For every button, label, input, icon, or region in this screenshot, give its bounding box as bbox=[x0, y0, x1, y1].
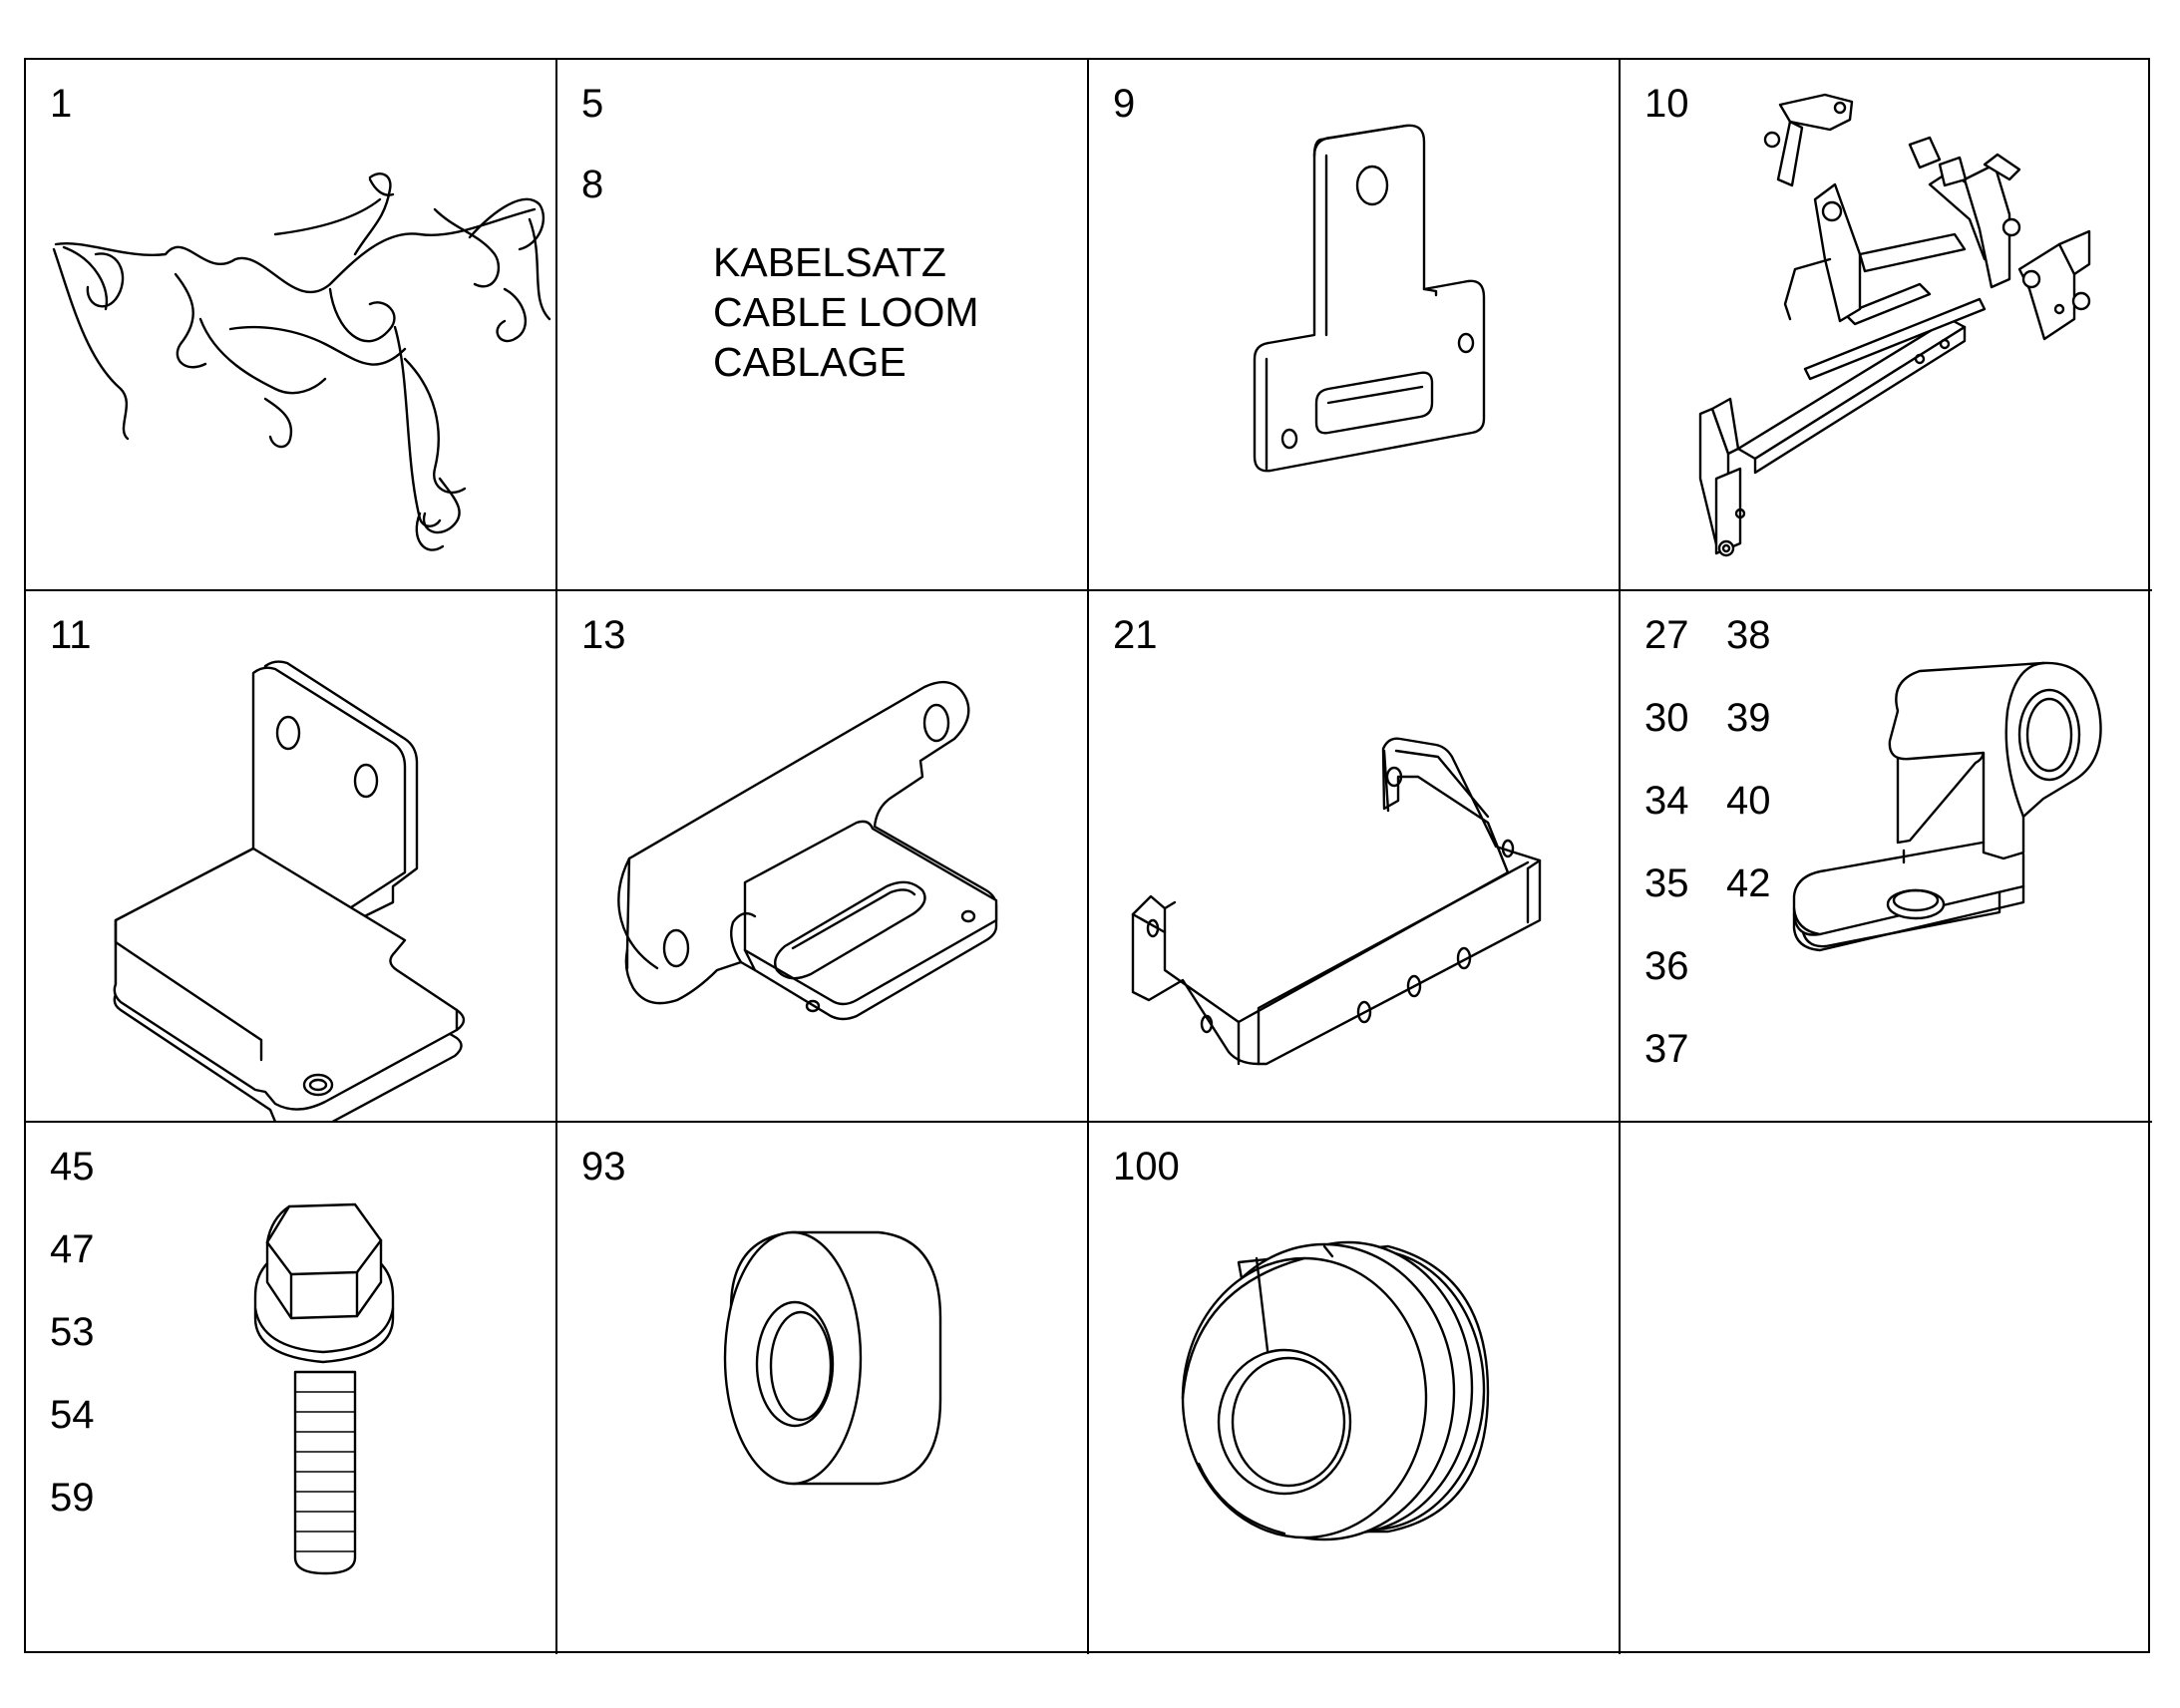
part-number: 100 bbox=[1113, 1145, 1180, 1189]
slotted-bracket-drawing bbox=[557, 591, 1089, 1123]
part-number: 53 bbox=[50, 1310, 95, 1354]
part-number: 10 bbox=[1644, 82, 1689, 126]
spacer-bushing-drawing bbox=[557, 1123, 1089, 1654]
part-number: 1 bbox=[50, 82, 73, 126]
part-number: 40 bbox=[1726, 779, 1771, 823]
cell-9: 9 bbox=[1089, 60, 1621, 591]
part-number: 34 bbox=[1644, 779, 1689, 823]
part-number: 54 bbox=[50, 1393, 95, 1437]
part-number: 59 bbox=[50, 1476, 95, 1520]
cell-27-42: 27 30 34 35 36 37 38 39 40 42 bbox=[1621, 591, 2152, 1123]
part-number: 36 bbox=[1644, 944, 1689, 988]
u-bracket-drawing bbox=[1089, 591, 1621, 1123]
part-number: 9 bbox=[1113, 82, 1136, 126]
part-number: 47 bbox=[50, 1227, 95, 1271]
part-number: 13 bbox=[581, 613, 626, 657]
cell-93: 93 bbox=[557, 1123, 1089, 1654]
cable-harness-drawing bbox=[26, 60, 557, 591]
caption-en: CABLE LOOM bbox=[713, 289, 979, 335]
part-number: 39 bbox=[1726, 696, 1771, 740]
cell-empty bbox=[1621, 1123, 2152, 1654]
caption-de: KABELSATZ bbox=[713, 239, 946, 285]
grommet-drawing bbox=[1089, 1123, 1621, 1654]
t-bracket-drawing bbox=[1089, 60, 1621, 591]
bracket-assembly-drawing bbox=[1621, 60, 2152, 591]
part-number: 93 bbox=[581, 1145, 626, 1189]
part-number: 37 bbox=[1644, 1027, 1689, 1071]
cell-5-8: 5 8 KABELSATZ CABLE LOOM CABLAGE bbox=[557, 60, 1089, 591]
cable-clamp-drawing bbox=[1621, 591, 2152, 1123]
part-number: 11 bbox=[50, 613, 92, 657]
part-number: 27 bbox=[1644, 613, 1689, 657]
part-number: 21 bbox=[1113, 613, 1158, 657]
angle-bracket-drawing bbox=[26, 591, 557, 1121]
cell-13: 13 bbox=[557, 591, 1089, 1123]
part-number: 42 bbox=[1726, 861, 1771, 905]
part-number: 8 bbox=[581, 163, 604, 206]
part-number: 5 bbox=[581, 82, 604, 126]
part-number: 30 bbox=[1644, 696, 1689, 740]
part-number: 38 bbox=[1726, 613, 1771, 657]
parts-grid: 1 5 8 KABELSATZ CABLE LOOM bbox=[24, 58, 2152, 1654]
cell-100: 100 bbox=[1089, 1123, 1621, 1654]
cell-45-59: 45 47 53 54 59 bbox=[26, 1123, 557, 1654]
cell-10: 10 bbox=[1621, 60, 2152, 591]
caption-fr: CABLAGE bbox=[713, 339, 907, 385]
cell-11: 11 bbox=[26, 591, 557, 1123]
part-number: 45 bbox=[50, 1145, 95, 1189]
cell-1: 1 bbox=[26, 60, 557, 591]
cell-21: 21 bbox=[1089, 591, 1621, 1123]
flange-bolt-drawing bbox=[26, 1123, 557, 1654]
part-number: 35 bbox=[1644, 861, 1689, 905]
